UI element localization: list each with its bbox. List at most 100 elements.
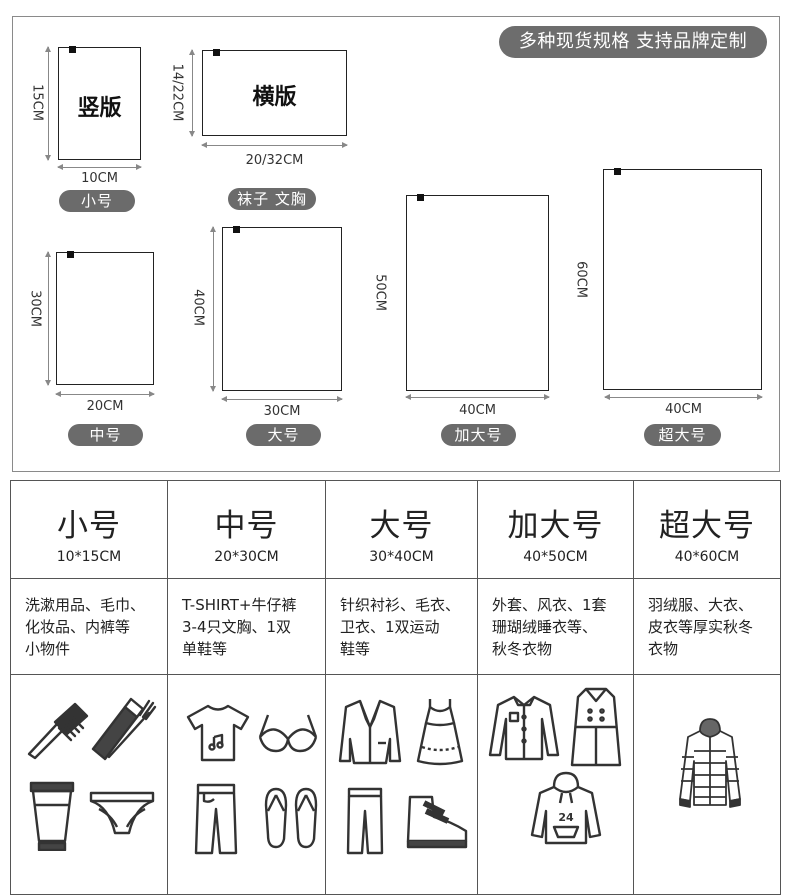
usage-line: 单鞋等 — [182, 640, 228, 658]
bag-medium-label: 中号 — [68, 424, 143, 446]
bag-horizontal: 横版 — [202, 49, 347, 136]
width-arrow — [57, 164, 142, 170]
bag-large-height: 40CM — [190, 289, 206, 326]
tshirt-icon — [186, 703, 250, 763]
usage-line: 小物件 — [25, 640, 71, 658]
size-name: 加大号 — [507, 508, 604, 544]
usage-line: 鞋等 — [340, 640, 371, 658]
trench-coat-icon — [566, 687, 626, 767]
bag-horizontal-label: 袜子 文胸 — [228, 188, 316, 210]
size-usage-text: T-SHIRT+牛仔裤 3-4只文胸、1双 单鞋等 — [168, 579, 325, 675]
bag-clip — [213, 49, 220, 56]
bag-clip — [67, 251, 74, 258]
jeans-icon — [194, 783, 238, 855]
usage-line: 衣物 — [648, 640, 679, 658]
usage-line: 卫衣、1双运动 — [340, 618, 440, 636]
size-icons — [634, 675, 780, 894]
down-jacket-icon — [678, 717, 742, 809]
usage-line: 秋冬衣物 — [492, 640, 553, 658]
size-dimensions: 40*60CM — [674, 549, 740, 565]
size-column-medium: 中号 20*30CM T-SHIRT+牛仔裤 3-4只文胸、1双 单鞋等 — [168, 481, 326, 894]
customization-banner: 多种现货规格 支持品牌定制 — [499, 26, 767, 58]
bag-clip — [614, 168, 621, 175]
bra-icon — [256, 713, 320, 755]
bag-large-width: 30CM — [263, 404, 301, 419]
size-dimensions: 40*50CM — [523, 549, 588, 565]
shirt-icon — [488, 695, 560, 761]
size-dimensions: 10*15CM — [56, 549, 122, 565]
size-icons — [168, 675, 325, 894]
size-name: 大号 — [369, 508, 434, 544]
usage-line: 针织衬衫、毛衣、 — [340, 596, 461, 614]
bag-xlarge — [406, 194, 549, 391]
size-column-large: 大号 30*40CM 针织衬衫、毛衣、 卫衣、1双运动 鞋等 — [326, 481, 478, 894]
size-name: 中号 — [214, 508, 279, 544]
size-icons — [326, 675, 477, 894]
size-icons — [11, 675, 167, 894]
size-dimensions: 20*30CM — [214, 549, 279, 565]
bag-horizontal-width: 20/32CM — [245, 153, 304, 168]
usage-line: 洗漱用品、毛巾、 — [25, 596, 146, 614]
usage-line: 3-4只文胸、1双 — [182, 618, 292, 636]
pants-icon — [346, 787, 384, 855]
height-arrow — [45, 251, 51, 386]
size-header: 中号 20*30CM — [168, 481, 325, 579]
bag-xlarge-height: 50CM — [372, 274, 388, 311]
bag-large-label: 大号 — [246, 424, 321, 446]
usage-line: 羽绒服、大衣、 — [648, 596, 754, 614]
bag-xxlarge-label: 超大号 — [644, 424, 721, 446]
bag-small-width: 10CM — [81, 171, 118, 186]
bag-xxlarge — [603, 168, 762, 390]
height-arrow — [210, 226, 216, 392]
bag-large — [222, 226, 342, 391]
bag-horizontal-text: 横版 — [252, 85, 297, 110]
bag-xlarge-width: 40CM — [459, 403, 496, 418]
size-usage-text: 洗漱用品、毛巾、 化妆品、内裤等 小物件 — [11, 579, 167, 675]
height-arrow — [189, 49, 195, 137]
dress-icon — [416, 697, 464, 767]
bag-medium — [56, 251, 154, 385]
usage-line: 化妆品、内裤等 — [25, 618, 131, 636]
bag-small-height: 15CM — [29, 84, 45, 121]
size-icons: 24 — [478, 675, 633, 894]
size-usage-table: 小号 10*15CM 洗漱用品、毛巾、 化妆品、内裤等 小物件 — [10, 480, 781, 895]
size-column-xxlarge: 超大号 40*60CM 羽绒服、大衣、 皮衣等厚实秋冬 衣物 — [634, 481, 780, 894]
size-diagram: 多种现货规格 支持品牌定制 竖版 15CM 10CM 小号 横版 14/22CM… — [12, 16, 780, 472]
bag-medium-width: 20CM — [86, 399, 124, 414]
size-header: 小号 10*15CM — [11, 481, 167, 579]
toothbrush-icon — [91, 695, 157, 763]
briefs-icon — [89, 791, 155, 841]
size-name: 超大号 — [659, 508, 755, 544]
size-usage-text: 针织衬衫、毛衣、 卫衣、1双运动 鞋等 — [326, 579, 477, 675]
width-arrow — [405, 394, 550, 400]
size-usage-text: 羽绒服、大衣、 皮衣等厚实秋冬 衣物 — [634, 579, 780, 675]
size-column-small: 小号 10*15CM 洗漱用品、毛巾、 化妆品、内裤等 小物件 — [11, 481, 168, 894]
usage-line: 外套、风衣、1套 — [492, 596, 607, 614]
bag-xlarge-label: 加大号 — [441, 424, 516, 446]
usage-line: T-SHIRT+牛仔裤 — [182, 596, 297, 614]
bag-clip — [69, 46, 76, 53]
bag-small-text: 竖版 — [77, 96, 122, 121]
size-header: 加大号 40*50CM — [478, 481, 633, 579]
blazer-icon — [338, 699, 402, 765]
usage-line: 皮衣等厚实秋冬 — [648, 618, 754, 636]
bag-small: 竖版 — [58, 46, 141, 160]
size-header: 超大号 40*60CM — [634, 481, 780, 579]
size-name: 小号 — [57, 508, 121, 544]
bag-clip — [417, 194, 424, 201]
height-arrow — [45, 46, 51, 161]
cosmetic-tube-icon — [27, 781, 77, 851]
size-usage-text: 外套、风衣、1套 珊瑚绒睡衣等、 秋冬衣物 — [478, 579, 633, 675]
size-dimensions: 30*40CM — [369, 549, 434, 565]
width-arrow — [604, 394, 763, 400]
width-arrow — [221, 396, 343, 402]
usage-line: 珊瑚绒睡衣等、 — [492, 618, 598, 636]
width-arrow — [55, 391, 155, 397]
size-column-xlarge: 加大号 40*50CM 外套、风衣、1套 珊瑚绒睡衣等、 秋冬衣物 — [478, 481, 634, 894]
bag-medium-height: 30CM — [27, 290, 43, 327]
bag-small-label: 小号 — [59, 190, 135, 212]
size-header: 大号 30*40CM — [326, 481, 477, 579]
flip-flops-icon — [262, 785, 320, 849]
bag-clip — [233, 226, 240, 233]
comb-icon — [23, 702, 89, 760]
